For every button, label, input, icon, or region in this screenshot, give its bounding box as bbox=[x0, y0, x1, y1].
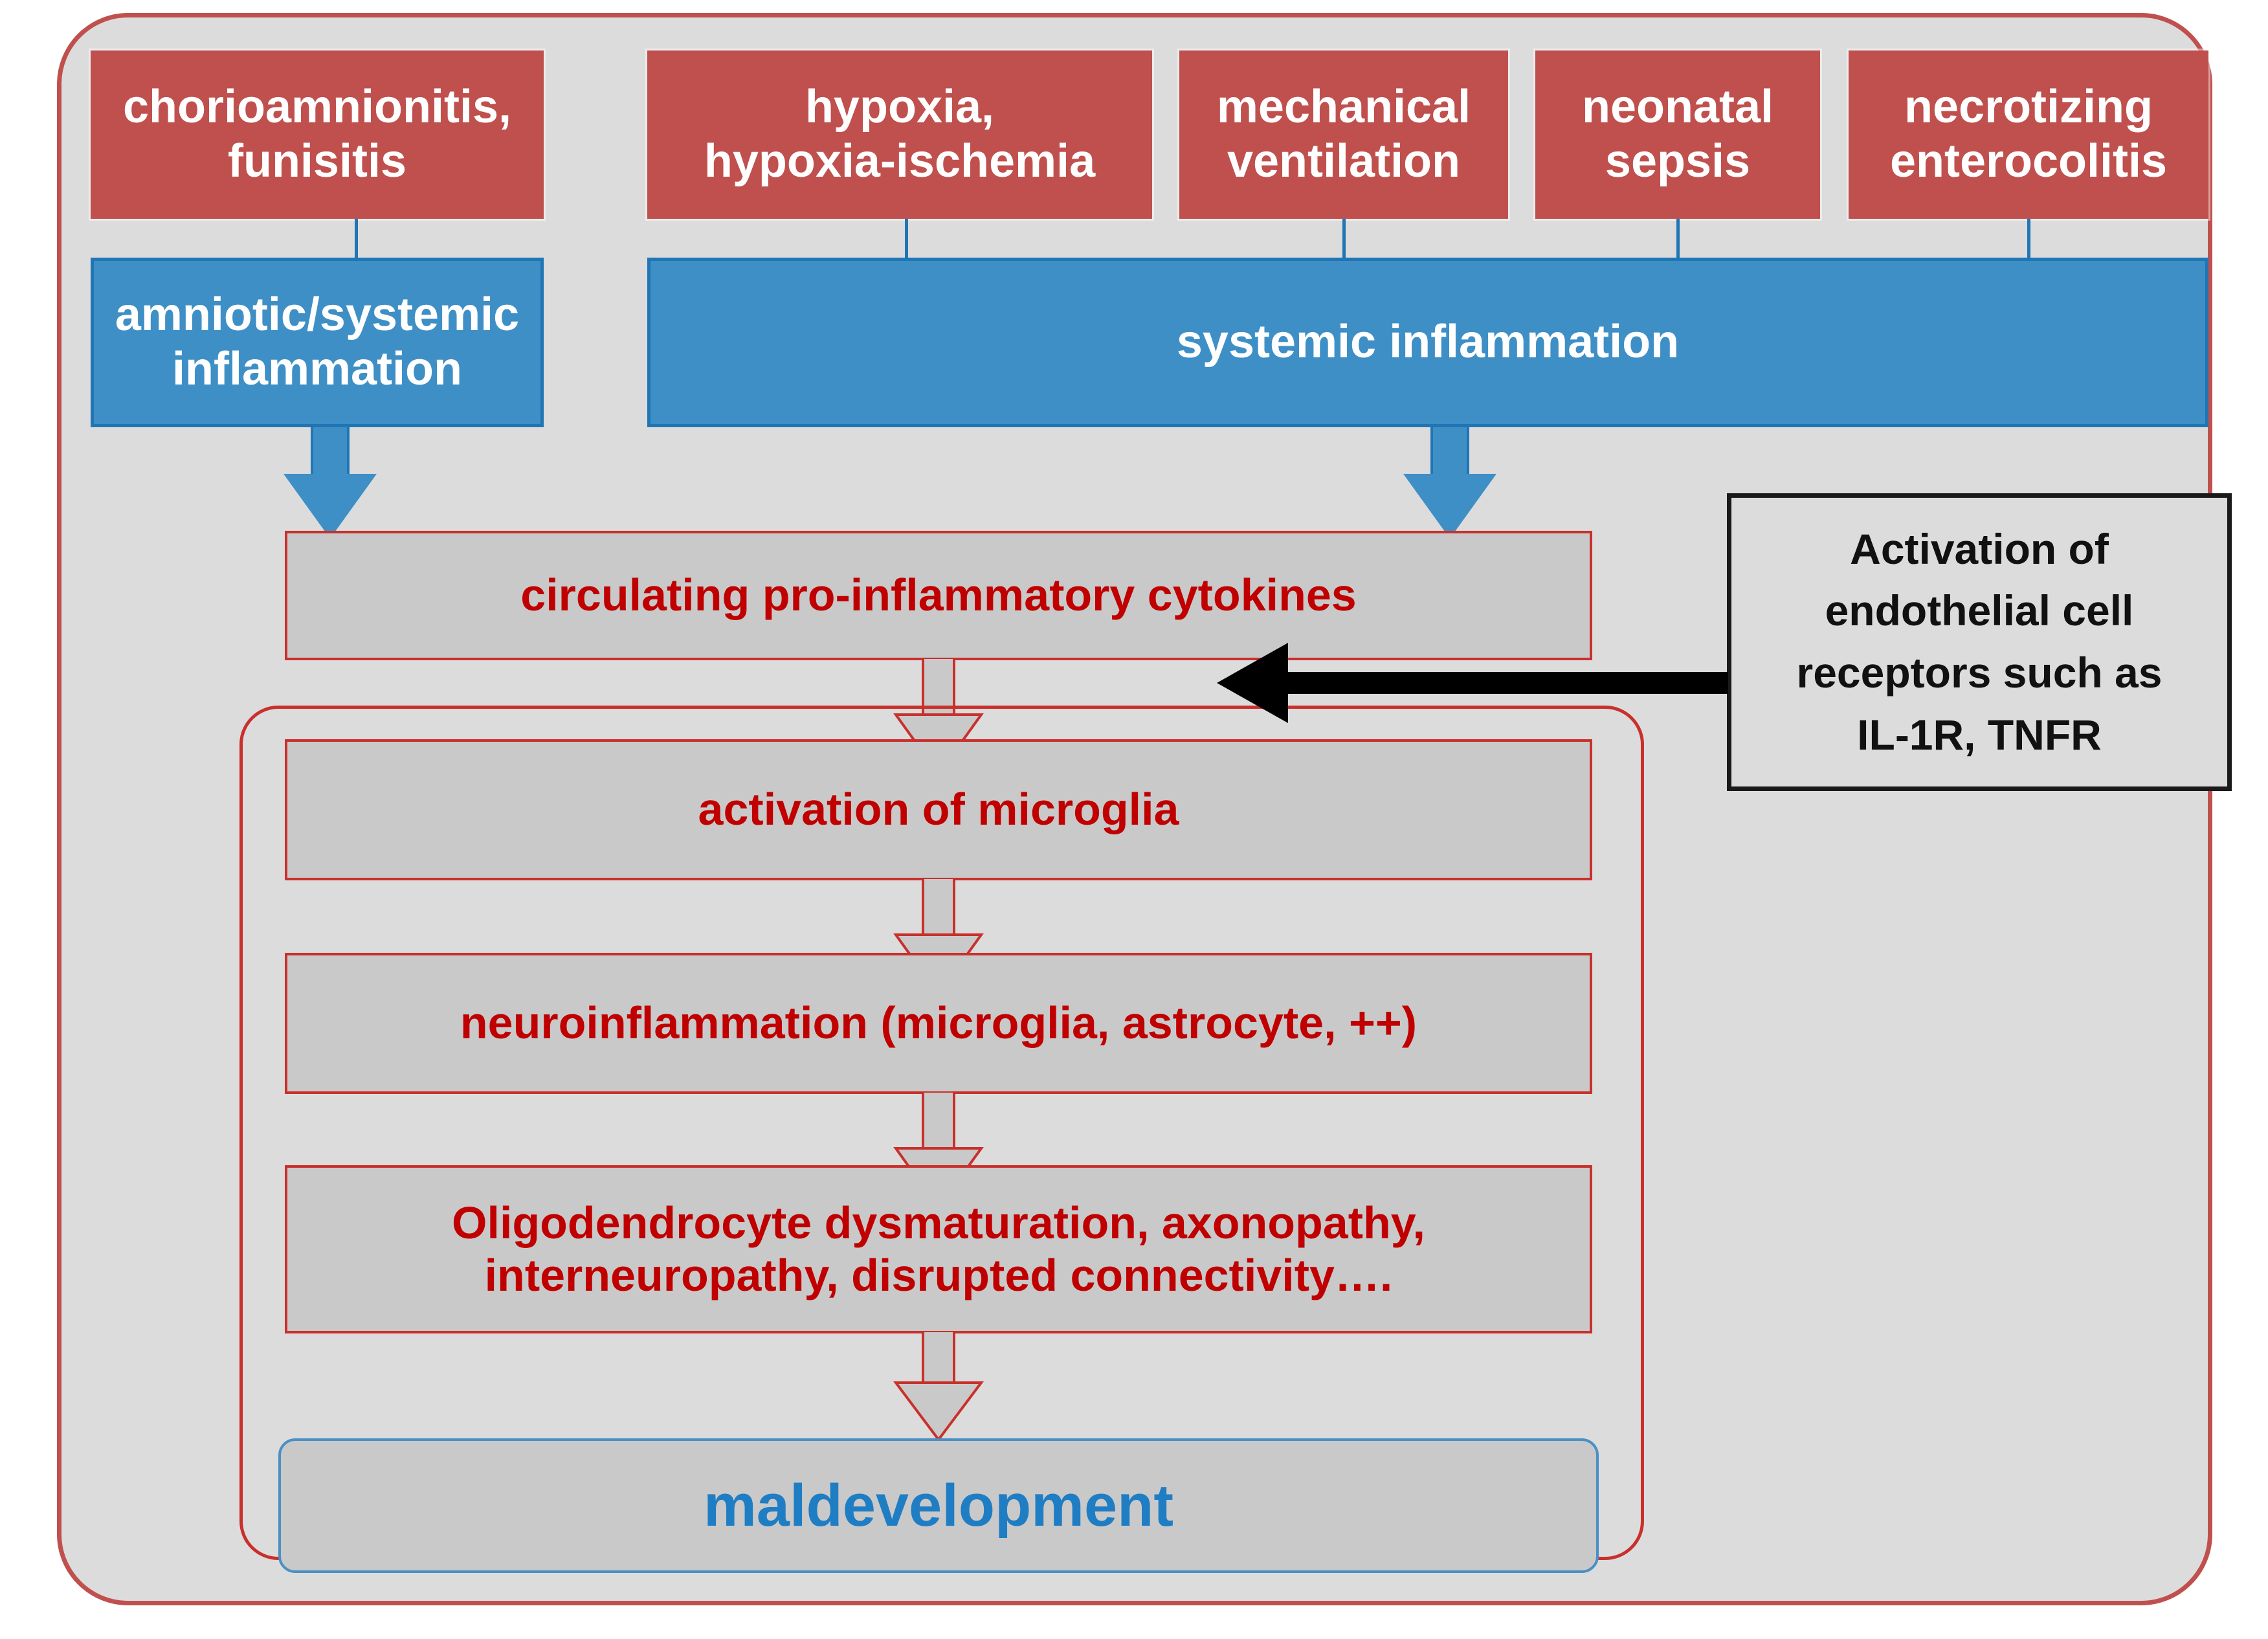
step-neuroinflammation[interactable]: neuroinflammation (microglia, astrocyte,… bbox=[285, 953, 1592, 1094]
inflammation-amniotic-systemic[interactable]: amniotic/systemic inflammation bbox=[91, 258, 544, 427]
step-oligodendrocyte-dysmaturation[interactable]: Oligodendrocyte dysmaturation, axonopath… bbox=[285, 1165, 1592, 1333]
risk-factor-neonatal-sepsis[interactable]: neonatal sepsis bbox=[1535, 50, 1820, 219]
risk-factor-line2: enterocolitis bbox=[1889, 135, 2168, 187]
inflammation-line2: inflammation bbox=[172, 343, 463, 395]
step-line1: Oligodendrocyte dysmaturation, axonopath… bbox=[452, 1197, 1425, 1248]
flow-arrow-oligodendrocyte-to-maldevelopment bbox=[893, 1332, 984, 1442]
risk-factor-line2: ventilation bbox=[1227, 135, 1461, 187]
step-label: circulating pro-inflammatory cytokines bbox=[520, 570, 1357, 621]
annotation-endothelial-receptor-activation[interactable]: Activation of endothelial cell receptors… bbox=[1727, 493, 2232, 791]
annotation-line2: endothelial cell bbox=[1825, 586, 2134, 635]
connector-stem-chorioamnionitis bbox=[355, 219, 358, 259]
step-label: neuroinflammation (microglia, astrocyte,… bbox=[460, 998, 1418, 1049]
risk-factor-chorioamnionitis[interactable]: chorioamnionitis, funisitis bbox=[91, 50, 544, 219]
blue-arrow-systemic-to-cytokines bbox=[1392, 427, 1508, 539]
risk-factor-line1: hypoxia, bbox=[805, 81, 995, 133]
annotation-line1: Activation of bbox=[1850, 524, 2109, 573]
risk-factor-line1: chorioamnionitis, bbox=[122, 81, 512, 133]
black-arrow-annotation-to-cascade bbox=[1217, 641, 1728, 725]
risk-factor-mechanical-ventilation[interactable]: mechanical ventilation bbox=[1179, 50, 1508, 219]
outcome-maldevelopment[interactable]: maldevelopment bbox=[278, 1438, 1599, 1573]
risk-factor-necrotizing-enterocolitis[interactable]: necrotizing enterocolitis bbox=[1849, 50, 2208, 219]
connector-stem-necrotizing-enterocolitis bbox=[2027, 219, 2030, 259]
outcome-label: maldevelopment bbox=[704, 1472, 1173, 1539]
risk-factor-line2: sepsis bbox=[1605, 135, 1751, 187]
risk-factor-line2: funisitis bbox=[227, 135, 406, 187]
step-line2: interneuropathy, disrupted connectivity…… bbox=[484, 1250, 1393, 1300]
connector-stem-hypoxia bbox=[905, 219, 908, 259]
risk-factor-hypoxia[interactable]: hypoxia, hypoxia-ischemia bbox=[647, 50, 1152, 219]
inflammation-line1: systemic inflammation bbox=[1176, 316, 1680, 368]
annotation-line3: receptors such as bbox=[1796, 649, 2162, 697]
step-label: activation of microglia bbox=[698, 784, 1179, 835]
connector-stem-mechanical-ventilation bbox=[1342, 219, 1346, 259]
risk-factor-line1: mechanical bbox=[1216, 81, 1471, 133]
inflammation-line1: amniotic/systemic bbox=[115, 289, 520, 341]
risk-factor-line1: neonatal bbox=[1581, 81, 1774, 133]
annotation-line4: IL-1R, TNFR bbox=[1857, 710, 2102, 759]
connector-stem-neonatal-sepsis bbox=[1676, 219, 1680, 259]
blue-arrow-amniotic-to-cytokines bbox=[272, 427, 388, 539]
step-circulating-cytokines[interactable]: circulating pro-inflammatory cytokines bbox=[285, 531, 1592, 660]
risk-factor-line2: hypoxia-ischemia bbox=[704, 135, 1096, 187]
risk-factor-line1: necrotizing bbox=[1904, 81, 2153, 133]
inflammation-systemic[interactable]: systemic inflammation bbox=[647, 258, 2208, 427]
step-activation-of-microglia[interactable]: activation of microglia bbox=[285, 739, 1592, 880]
